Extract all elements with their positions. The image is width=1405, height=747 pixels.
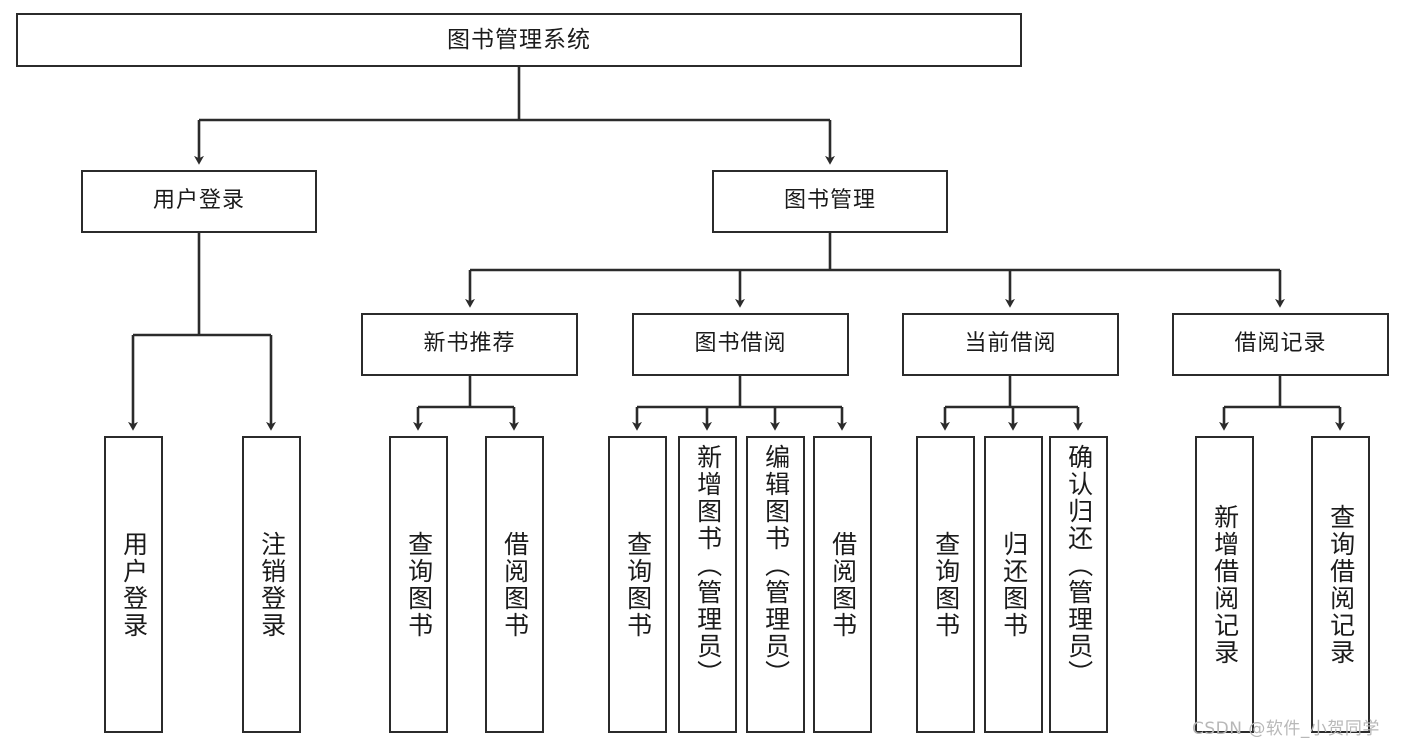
- node-book-management[interactable]: 图书管理: [712, 170, 948, 233]
- node-leaf-user-login[interactable]: 用户登录: [104, 436, 163, 733]
- node-label: 借阅图书: [828, 530, 858, 639]
- node-leaf-query-book-2[interactable]: 查询图书: [608, 436, 667, 733]
- node-borrow-record[interactable]: 借阅记录: [1172, 313, 1389, 376]
- node-label: 注销登录: [257, 530, 287, 639]
- node-leaf-logout[interactable]: 注销登录: [242, 436, 301, 733]
- node-leaf-return-book[interactable]: 归还图书: [984, 436, 1043, 733]
- node-label: 新增借阅记录: [1210, 503, 1240, 666]
- node-label: 确认归还（管理员）: [1064, 444, 1094, 687]
- node-label: 图书管理: [783, 188, 876, 214]
- node-label: 当前借阅: [964, 331, 1057, 357]
- node-leaf-borrow-book-2[interactable]: 借阅图书: [813, 436, 872, 733]
- node-book-borrow[interactable]: 图书借阅: [632, 313, 849, 376]
- node-label: 新增图书（管理员）: [693, 444, 723, 687]
- node-label: 查询图书: [404, 530, 434, 639]
- node-user-login[interactable]: 用户登录: [81, 170, 317, 233]
- node-label: 查询图书: [931, 530, 961, 639]
- node-label: 图书借阅: [694, 331, 787, 357]
- node-leaf-add-record[interactable]: 新增借阅记录: [1195, 436, 1254, 733]
- node-label: 图书管理系统: [447, 26, 591, 53]
- node-label: 编辑图书（管理员）: [761, 444, 791, 687]
- node-root-book-management-system[interactable]: 图书管理系统: [16, 13, 1022, 67]
- csdn-watermark: CSDN @软件_小贺同学: [1192, 719, 1380, 739]
- node-leaf-query-record[interactable]: 查询借阅记录: [1311, 436, 1370, 733]
- node-label: 查询图书: [623, 530, 653, 639]
- node-label: 用户登录: [152, 188, 245, 214]
- node-leaf-add-book[interactable]: 新增图书（管理员）: [678, 436, 737, 733]
- node-leaf-query-book-3[interactable]: 查询图书: [916, 436, 975, 733]
- node-label: 查询借阅记录: [1326, 503, 1356, 666]
- node-label: 归还图书: [999, 530, 1029, 639]
- node-label: 用户登录: [119, 530, 149, 639]
- node-leaf-confirm-return[interactable]: 确认归还（管理员）: [1049, 436, 1108, 733]
- node-new-book-recommend[interactable]: 新书推荐: [361, 313, 578, 376]
- node-leaf-query-book-1[interactable]: 查询图书: [389, 436, 448, 733]
- node-leaf-borrow-book-1[interactable]: 借阅图书: [485, 436, 544, 733]
- node-label: 借阅图书: [500, 530, 530, 639]
- node-leaf-edit-book[interactable]: 编辑图书（管理员）: [746, 436, 805, 733]
- node-current-borrow[interactable]: 当前借阅: [902, 313, 1119, 376]
- node-label: 新书推荐: [423, 331, 516, 357]
- node-label: 借阅记录: [1234, 331, 1327, 357]
